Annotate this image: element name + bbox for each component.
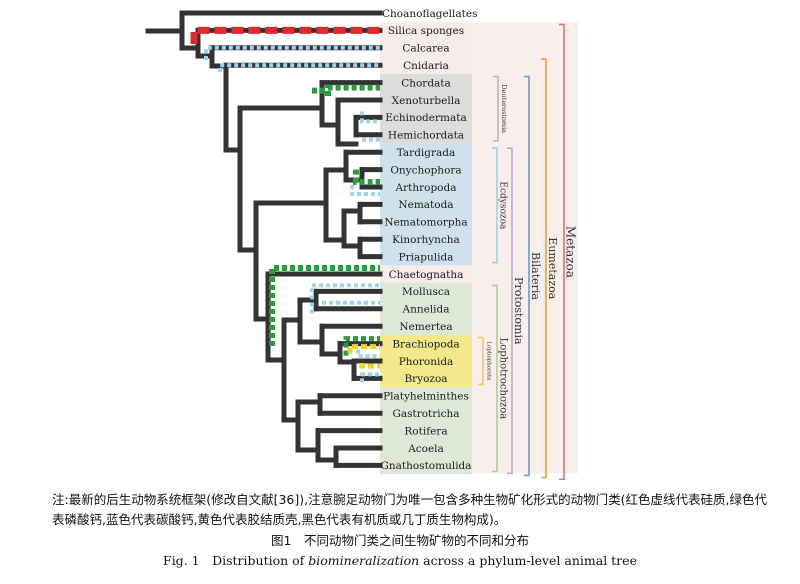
taxon-label: Silica sponges (388, 25, 464, 37)
taxon-row-bg (380, 143, 472, 161)
chitin-mineral-line (359, 363, 380, 369)
silica-mineral-line (190, 26, 380, 44)
taxon-row-bg (380, 352, 472, 370)
metazoa-label: Metazoa (564, 226, 578, 278)
taxon-row-bg (380, 126, 472, 144)
lophophorata-label: Lophophorata (486, 341, 492, 381)
protostomia-bracket (507, 147, 513, 475)
carbonate-mineral-line (360, 111, 380, 124)
taxon-row-bg (380, 300, 472, 318)
phosphate-mineral-line (269, 265, 380, 346)
caption-chinese: 图1 不同动物门类之间生物矿物的不同和分布 (271, 533, 529, 548)
taxon-label: Echinodermata (385, 112, 466, 124)
caption-english: Fig. 1 Distribution of biomineralization… (0, 550, 800, 569)
taxon-row-bg (380, 56, 472, 74)
taxon-label: Tardigrada (397, 147, 456, 159)
carbonate-mineral-line (310, 283, 380, 314)
ecdysozoa-label: Ecdysozoa (498, 181, 508, 230)
taxon-row-bg (380, 195, 472, 214)
taxon-row-bg (380, 439, 472, 457)
taxon-row-bg (380, 248, 472, 266)
taxon-label: Choanoflagellates (382, 8, 477, 20)
lophotrochozoa-label: Lophotrochozoa (498, 338, 509, 420)
taxon-label: Priapulida (399, 251, 454, 263)
phosphate-mineral-line (325, 84, 380, 96)
eumetazoa-bracket (541, 58, 547, 479)
deuterostomia-bracket (493, 75, 499, 142)
phosphate-mineral-line (353, 169, 380, 185)
taxon-row-bg (380, 108, 472, 127)
carbonate-mineral-line (204, 45, 380, 60)
taxon-label: Xenoturbella (392, 95, 461, 107)
taxon-label: Annelida (401, 304, 449, 316)
taxon-row-bg (380, 422, 472, 440)
lophotrochozoa-bracket (492, 284, 498, 473)
caption-english-prefix: Fig. 1 Distribution of (163, 553, 309, 568)
taxon-label: Nematomorpha (384, 217, 467, 229)
bilateria-bracket (524, 75, 530, 477)
taxon-row-bg (380, 282, 472, 301)
taxon-label: Chordata (401, 77, 451, 89)
caption-english-suffix: across a phylum-level animal tree (419, 553, 637, 568)
taxon-row-bg (380, 39, 472, 57)
carbonate-mineral-line (218, 63, 380, 72)
taxon-label: Brachiopoda (392, 338, 459, 350)
eumetazoa-label: Eumetazoa (546, 237, 559, 299)
carbonate-mineral-line (350, 185, 380, 196)
deuterostomia-label: Deuterostomia (500, 84, 508, 133)
protostomia-label: Protostomia (512, 277, 525, 345)
carbonate-mineral-line (360, 372, 380, 383)
taxon-row-bg (380, 369, 472, 388)
taxon-row-bg (380, 335, 472, 353)
taxon-label: Gastrotricha (392, 408, 459, 420)
taxon-label: Phoronida (399, 356, 454, 368)
taxon-label: Cnidaria (403, 60, 449, 72)
figure-note: 注:最新的后生动物系统框架(修改自文献[36]),注意腕足动物门为唯一包含多种生… (52, 492, 767, 527)
chitin-mineral-line (347, 344, 380, 354)
metazoa-bracket (559, 23, 565, 480)
phosphate-mineral-line (343, 336, 380, 356)
taxon-label: Acoela (407, 443, 444, 455)
taxon-label: Onychophora (390, 164, 461, 176)
caption-english-italic: biomineralization (308, 553, 420, 568)
carbonate-mineral-line (356, 349, 380, 358)
taxon-row-bg (380, 74, 472, 92)
taxon-label: Mollusca (402, 286, 450, 298)
ecdysozoa-bracket (492, 147, 498, 264)
taxon-row-bg (380, 21, 472, 40)
taxon-row-bg (380, 161, 472, 179)
taxon-label: Calcarea (402, 43, 449, 55)
taxon-label: Bryozoa (404, 373, 447, 385)
taxon-label: Chaetognatha (389, 269, 464, 281)
taxon-label: Hemichordata (388, 130, 464, 142)
taxon-row-bg (380, 456, 472, 475)
taxon-row-bg (380, 387, 472, 405)
taxon-row-bg (380, 213, 472, 231)
taxon-row-bg (380, 317, 472, 335)
taxon-row-bg (380, 178, 472, 196)
taxon-label: Nemertea (399, 321, 452, 333)
taxon-label: Platyhelminthes (383, 391, 469, 403)
taxon-label: Rotifera (404, 425, 447, 437)
bilateria-label: Bilateria (529, 252, 542, 300)
taxon-label: Nematoda (398, 199, 453, 211)
taxon-row-bg (380, 404, 472, 422)
taxon-row-bg (380, 230, 472, 248)
lophophorata-bracket (478, 336, 484, 386)
taxon-label: Kinorhyncha (392, 234, 460, 246)
taxon-row-bg (380, 265, 472, 283)
taxon-label: Gnathostomulida (380, 460, 471, 472)
taxon-label: Arthropoda (395, 182, 457, 194)
taxon-row-bg (380, 91, 472, 109)
